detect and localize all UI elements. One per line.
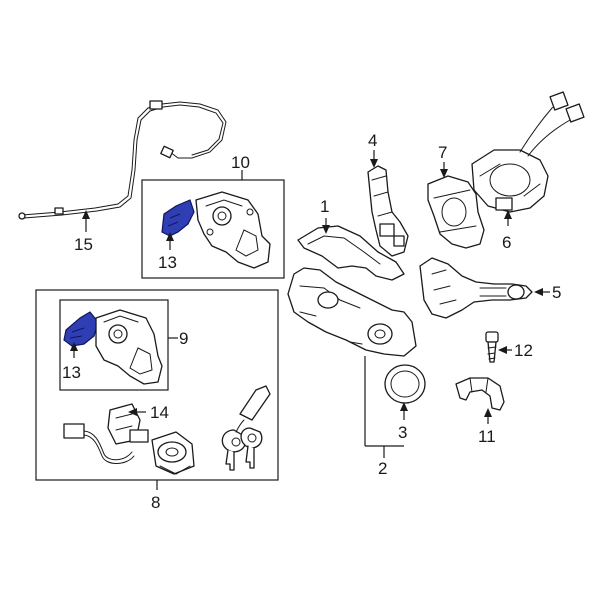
callout-13-upper: 13 bbox=[158, 253, 177, 272]
turn-signal-switch-5[interactable] bbox=[419, 257, 533, 319]
callout-7: 7 bbox=[438, 143, 447, 162]
callout-6: 6 bbox=[502, 233, 511, 252]
part-13-lower-highlighted[interactable] bbox=[63, 311, 99, 347]
lower-column-cover-2[interactable] bbox=[287, 267, 417, 357]
steering-angle-sensor-6[interactable] bbox=[471, 91, 585, 213]
keys bbox=[221, 385, 271, 471]
box-10 bbox=[141, 179, 285, 279]
box-9 bbox=[59, 299, 169, 391]
cable-assembly-15[interactable] bbox=[18, 100, 227, 220]
callout-8: 8 bbox=[151, 493, 160, 512]
ignition-switch-14[interactable] bbox=[63, 403, 149, 464]
wiper-switch-4[interactable] bbox=[367, 165, 409, 257]
callout-14: 14 bbox=[150, 403, 169, 422]
clock-spring-7[interactable] bbox=[427, 175, 485, 249]
bolt-12[interactable] bbox=[485, 331, 499, 363]
lock-housing-upper bbox=[195, 191, 271, 269]
callout-1: 1 bbox=[320, 197, 329, 216]
ring-3[interactable] bbox=[384, 364, 426, 404]
callout-4: 4 bbox=[368, 131, 377, 150]
part-13-upper-highlighted[interactable] bbox=[161, 199, 195, 237]
callout-5: 5 bbox=[552, 283, 561, 302]
lock-cylinder bbox=[151, 431, 195, 475]
callout-2: 2 bbox=[378, 459, 387, 478]
callout-12: 12 bbox=[514, 341, 533, 360]
callout-13-lower: 13 bbox=[62, 363, 81, 382]
callout-11: 11 bbox=[478, 427, 496, 446]
lock-housing-lower bbox=[95, 309, 163, 385]
callout-15: 15 bbox=[74, 235, 93, 254]
bracket-11[interactable] bbox=[455, 377, 505, 411]
upper-column-cover-1[interactable] bbox=[297, 225, 405, 281]
callout-10: 10 bbox=[231, 153, 250, 172]
callout-3: 3 bbox=[398, 423, 407, 442]
callout-9: 9 bbox=[179, 329, 188, 348]
